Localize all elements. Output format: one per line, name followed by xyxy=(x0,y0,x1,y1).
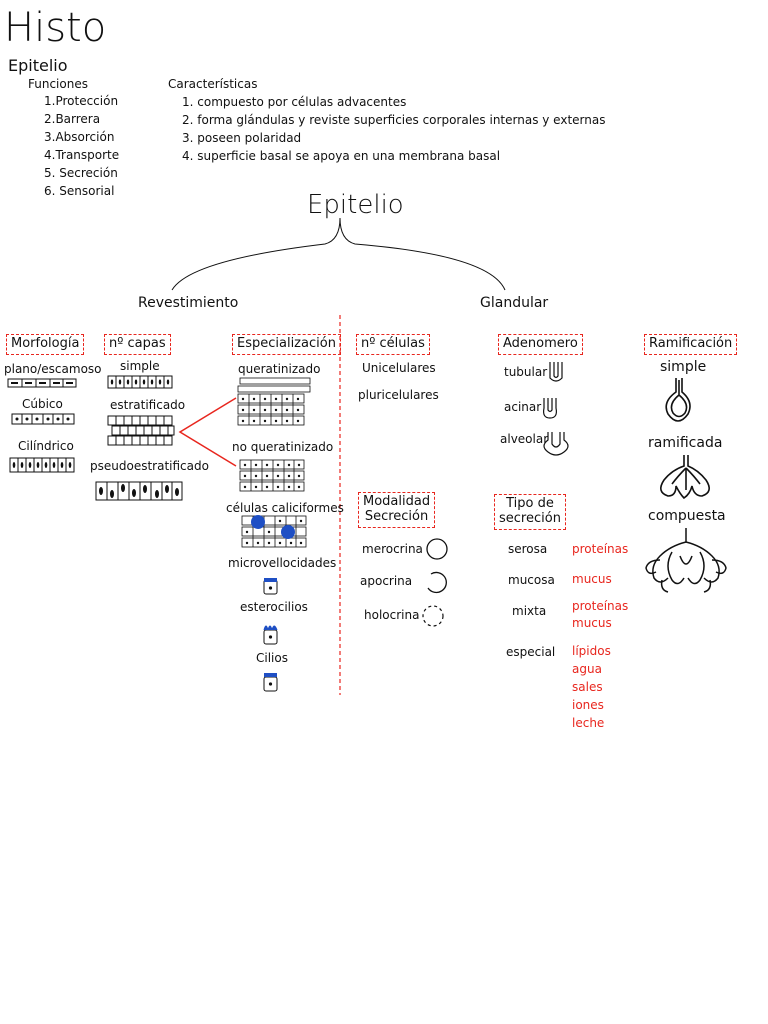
tipo-name: especial xyxy=(506,645,556,659)
ramificacion-item: simple xyxy=(660,359,707,375)
celulas-item: Unicelulares xyxy=(362,361,436,375)
merocrina-icon xyxy=(426,538,448,560)
modalidad-item: merocrina xyxy=(362,542,423,556)
especializacion-box: Especialización xyxy=(232,334,341,355)
adenomero-item: tubular xyxy=(504,365,548,379)
tipo-name: mucosa xyxy=(508,573,555,587)
tipo-label-2: secreción xyxy=(499,510,561,526)
tipo-name: mixta xyxy=(512,604,547,618)
ramificacion-item: compuesta xyxy=(648,508,726,524)
section-heading: Epitelio xyxy=(8,56,68,75)
capas-item: simple xyxy=(120,359,160,373)
especializacion-item: no queratinizado xyxy=(232,440,334,454)
especializacion-item: células caliciformes xyxy=(226,501,344,515)
no-queratinizado-icon xyxy=(239,459,305,492)
pseudoestratificado-icon xyxy=(95,481,183,501)
modalidad-label-2: Secreción xyxy=(364,508,429,524)
compuesta-icon xyxy=(645,528,727,593)
funcion-item: 1.Protección xyxy=(44,94,119,108)
diagram-root: Epitelio xyxy=(307,190,404,220)
modalidad-item: holocrina xyxy=(364,608,420,622)
holocrina-icon xyxy=(422,605,444,627)
tipo-value: mucus xyxy=(572,616,612,630)
tipo-label-1: Tipo de xyxy=(506,496,554,511)
ramificada-icon xyxy=(660,455,710,500)
modalidad-box: Modalidad Secreción xyxy=(358,492,436,528)
queratinizado-nuclei xyxy=(241,397,300,423)
esterocilios-cell-icon xyxy=(263,625,278,645)
tipo-value: mucus xyxy=(572,572,612,586)
branch-glandular: Glandular xyxy=(480,295,549,311)
cilindrico-cells-icon xyxy=(9,457,75,473)
especializacion-item: queratinizado xyxy=(238,362,321,376)
caracteristicas-heading: Características xyxy=(168,77,258,91)
caracteristica-item: 1. compuesto por células advacentes xyxy=(182,95,407,109)
funcion-item: 5. Secreción xyxy=(44,166,118,180)
tipo-value: leche xyxy=(572,716,605,730)
tipo-value: lípidos xyxy=(572,644,611,658)
morfologia-item: Cilíndrico xyxy=(18,439,74,453)
funcion-item: 2.Barrera xyxy=(44,112,101,126)
modalidad-label-1: Modalidad xyxy=(363,494,431,509)
plano-cells-icon xyxy=(7,378,77,388)
ramificacion-box: Ramificación xyxy=(644,334,738,355)
tipo-name: serosa xyxy=(508,542,548,556)
morfologia-item: plano/escamoso xyxy=(4,362,102,376)
capas-item: pseudoestratificado xyxy=(90,459,209,473)
ramificacion-simple-icon xyxy=(665,378,691,422)
tipo-box: Tipo de secreción xyxy=(494,494,566,530)
ramificacion-item: ramificada xyxy=(648,435,723,451)
funcion-item: 6. Sensorial xyxy=(44,184,115,198)
tipo-value: agua xyxy=(572,662,602,676)
page-title: Histo xyxy=(4,5,107,51)
tipo-value: proteínas xyxy=(572,599,629,613)
funciones-heading: Funciones xyxy=(28,77,88,91)
caracteristica-item: 4. superficie basal se apoya en una memb… xyxy=(182,149,501,163)
branch-revestimiento: Revestimiento xyxy=(138,295,239,311)
apocrina-icon xyxy=(427,571,447,594)
celulas-item: pluricelulares xyxy=(358,388,439,402)
cubico-cells-icon xyxy=(11,413,75,425)
caracteristica-item: 3. poseen polaridad xyxy=(182,131,302,145)
funcion-item: 4.Transporte xyxy=(44,148,120,162)
celulas-box: nº células xyxy=(356,334,430,355)
microvellosidades-cell-icon xyxy=(263,578,278,595)
especializacion-item: Cilios xyxy=(256,651,288,665)
estratificado-icon xyxy=(107,415,175,446)
capas-item: estratificado xyxy=(110,398,186,412)
simple-layer-icon xyxy=(107,375,173,389)
tipo-value: iones xyxy=(572,698,604,712)
adenomero-item: acinar xyxy=(504,400,542,414)
capas-box: nº capas xyxy=(104,334,171,355)
acinar-icon xyxy=(543,398,557,419)
adenomero-item: alveolar xyxy=(500,432,549,446)
adenomero-box: Adenomero xyxy=(498,334,583,355)
especializacion-item: esterocilios xyxy=(240,600,308,614)
especializacion-item: microvellocidades xyxy=(228,556,337,570)
morfologia-item: Cúbico xyxy=(22,397,63,411)
modalidad-item: apocrina xyxy=(360,574,413,588)
tubular-icon xyxy=(549,362,563,382)
caracteristica-item: 2. forma glándulas y reviste superficies… xyxy=(182,113,606,127)
tipo-value: proteínas xyxy=(572,542,629,556)
queratinizado-icon xyxy=(237,377,311,426)
tipo-value: sales xyxy=(572,680,603,694)
alveolar-icon xyxy=(543,432,569,456)
caliciformes-icon xyxy=(241,515,307,548)
morfologia-box: Morfología xyxy=(6,334,85,355)
funcion-item: 3.Absorción xyxy=(44,130,115,144)
cilios-cell-icon xyxy=(263,673,278,692)
